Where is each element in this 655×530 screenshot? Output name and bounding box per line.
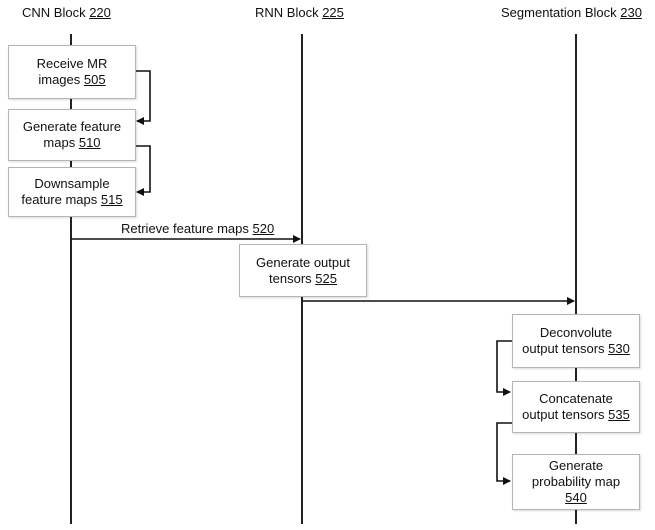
step-510-ref: 510: [78, 135, 101, 150]
self-arrow-510-515: [135, 145, 151, 196]
step-530-line1: Deconvolute: [539, 325, 613, 340]
step-515-line2: feature maps: [21, 192, 98, 207]
segmentation-lifeline: [575, 34, 577, 524]
cnn-lifeline: [70, 34, 72, 524]
step-box-510: Generate feature maps 510: [8, 109, 136, 161]
step-535-line1: Concatenate: [539, 391, 613, 406]
step-515-ref: 515: [100, 192, 123, 207]
step-525-ref: 525: [315, 270, 337, 286]
message-520-text: Retrieve feature maps: [121, 221, 249, 236]
retrieve-feature-maps-label: Retrieve feature maps 520: [121, 221, 274, 236]
step-540-line1: Generate: [548, 458, 604, 473]
segmentation-block-label: Segmentation Block: [501, 5, 617, 20]
step-525-line1: Generate output: [256, 254, 350, 270]
step-box-505: Receive MR images 505: [8, 45, 136, 99]
step-505-line2: images: [38, 72, 81, 87]
step-box-515: Downsample feature maps 515: [8, 167, 136, 217]
step-530-line2: output tensors: [522, 341, 605, 356]
self-arrow-535-540: [496, 422, 512, 485]
step-box-525: Generate output tensors 525: [239, 244, 367, 297]
self-arrow-505-510: [135, 70, 151, 125]
segmentation-block-ref: 230: [620, 5, 642, 20]
rnn-block-header: RNN Block 225: [255, 5, 344, 20]
step-box-535: Concatenate output tensors 535: [512, 381, 640, 433]
step-530-ref: 530: [608, 341, 630, 356]
step-505-ref: 505: [83, 72, 106, 87]
step-535-line2: output tensors: [522, 407, 605, 422]
step-540-line2: probability map: [531, 474, 621, 489]
self-arrow-530-535: [496, 340, 512, 396]
step-510-line1: Generate feature: [22, 119, 122, 134]
cnn-block-header: CNN Block 220: [22, 5, 111, 20]
rnn-block-label: RNN Block: [255, 5, 319, 20]
message-520-ref: 520: [252, 221, 275, 236]
step-525-line2: tensors: [269, 270, 312, 286]
step-box-530: Deconvolute output tensors 530: [512, 314, 640, 368]
segmentation-block-header: Segmentation Block 230: [501, 5, 642, 20]
rnn-block-ref: 225: [322, 5, 344, 20]
cnn-block-ref: 220: [89, 5, 111, 20]
step-box-540: Generate probability map 540: [512, 454, 640, 510]
step-535-ref: 535: [608, 407, 630, 422]
step-540-ref: 540: [565, 490, 587, 505]
step-505-line1: Receive MR: [36, 56, 108, 71]
step-515-line1: Downsample: [34, 176, 110, 191]
cnn-block-label: CNN Block: [22, 5, 86, 20]
step-510-line2: maps: [43, 135, 76, 150]
